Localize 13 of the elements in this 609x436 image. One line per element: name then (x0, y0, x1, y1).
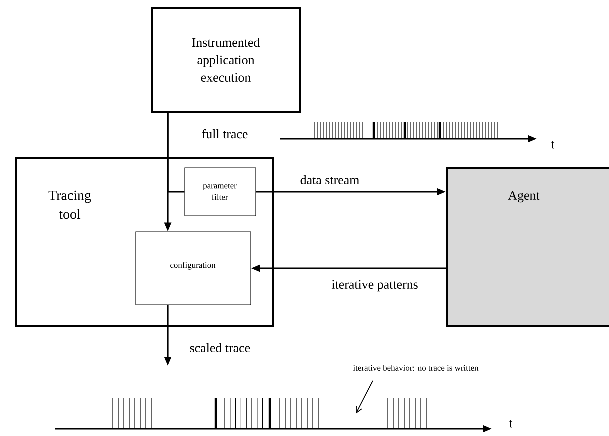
edge-label: scaled trace (188, 342, 252, 354)
axis-label: full trace (202, 129, 248, 139)
agent-box: Agent (446, 167, 609, 327)
branch-line (167, 113, 185, 193)
configuration-box: configuration (136, 232, 252, 306)
edge-label: data stream (299, 174, 361, 186)
filter-box: parameter filter (184, 168, 256, 216)
edge-label: iterative patterns (330, 279, 420, 293)
axis-label: t (509, 420, 513, 428)
axis-label: t (551, 141, 555, 149)
leader-line (356, 380, 374, 414)
process-box: Instrumented application execution (151, 7, 301, 113)
annotation-text: iterative behavior: no trace is written (353, 365, 479, 371)
